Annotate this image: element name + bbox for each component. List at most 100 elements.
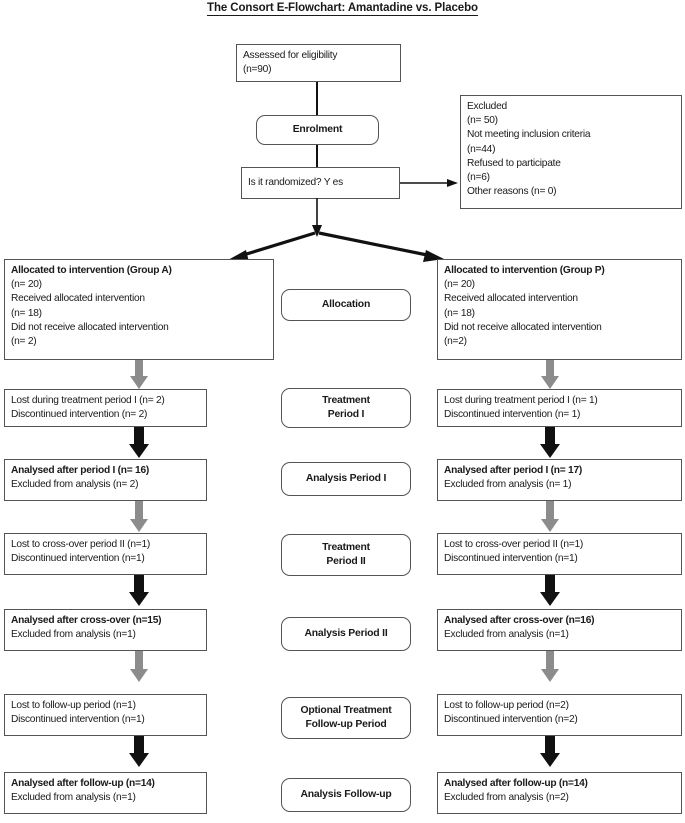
stage-allocation-line-1: Allocation — [321, 299, 371, 310]
stage-treatment1-line-1: Treatment — [322, 395, 370, 406]
stage-enrolment: Enrolment — [256, 115, 379, 145]
stage-analysis2-line-1: Analysis Period II — [304, 628, 388, 639]
arrow-branch-to-groups — [228, 198, 444, 262]
arrow-group-p-followup-to-analysisfu — [540, 736, 560, 767]
box-group-a-analysis-followup: Analysed after follow-up (n=14) Excluded… — [4, 772, 207, 814]
arrow-group-a-treatment2-to-analysis2 — [129, 575, 149, 606]
group-a-treatment1-line-1: Lost during treatment period I (n= 2) — [11, 395, 165, 406]
group-a-allocated-line-5: Did not receive allocated intervention — [11, 321, 169, 333]
group-a-treatment1-line-2: Discontinued intervention (n= 2) — [11, 409, 148, 421]
group-p-followup-line-2: Discontinued intervention (n=2) — [444, 714, 578, 726]
group-a-analysisfu-line-2: Excluded from analysis (n=1) — [11, 792, 136, 804]
group-p-treatment1-line-2: Discontinued intervention (n= 1) — [444, 409, 581, 421]
group-p-allocated-line-5: Did not receive allocated intervention — [444, 321, 602, 333]
excluded-line-2: (n= 50) — [467, 115, 498, 127]
group-a-analysis1-line-2: Excluded from analysis (n= 2) — [11, 479, 139, 491]
excluded-line-7: Other reasons (n= 0) — [467, 186, 557, 198]
group-p-followup-line-1: Lost to follow-up period (n=2) — [444, 700, 569, 711]
box-group-a-analysis-1: Analysed after period I (n= 16) Excluded… — [4, 459, 207, 501]
stage-optional-treatment-followup: Optional Treatment Follow-up Period — [281, 697, 411, 739]
group-p-analysis1-line-2: Excluded from analysis (n= 1) — [444, 479, 572, 491]
excluded-line-6: (n=6) — [467, 172, 490, 184]
group-p-treatment2-line-2: Discontinued intervention (n=1) — [444, 553, 578, 565]
group-p-allocated-line-3: Received allocated intervention — [444, 293, 578, 305]
stage-treatment1-line-2: Period I — [327, 409, 365, 420]
arrow-randomized-to-excluded — [400, 179, 458, 187]
group-a-analysis1-line-1: Analysed after period I (n= 16) — [11, 465, 150, 476]
stage-treatment2-line-1: Treatment — [322, 542, 370, 553]
group-p-analysisfu-line-2: Excluded from analysis (n=2) — [444, 792, 569, 804]
excluded-line-4: (n=44) — [467, 143, 496, 155]
box-is-it-randomized: Is it randomized? Y es — [241, 167, 400, 199]
group-a-treatment2-line-2: Discontinued intervention (n=1) — [11, 553, 145, 565]
box-assessed-for-eligibility: Assessed for eligibility (n=90) — [236, 44, 401, 82]
assessed-line-2: (n=90) — [243, 64, 272, 76]
chart-title: The Consort E-Flowchart: Amantadine vs. … — [0, 2, 685, 16]
excluded-line-1: Excluded — [467, 101, 507, 112]
arrow-group-a-treatment1-to-analysis1 — [129, 427, 149, 458]
stage-followup-line-1: Optional Treatment — [300, 705, 392, 716]
arrow-group-p-treatment1-to-analysis1 — [540, 427, 560, 458]
group-a-allocated-line-1: Allocated to intervention (Group A) — [11, 265, 172, 276]
arrow-group-p-treatment2-to-analysis2 — [540, 575, 560, 606]
group-p-analysis2-line-1: Analysed after cross-over (n=16) — [444, 615, 595, 626]
box-group-p-treatment-2: Lost to cross-over period II (n=1) Disco… — [437, 533, 682, 575]
group-p-treatment2-line-1: Lost to cross-over period II (n=1) — [444, 539, 583, 550]
group-p-analysis2-line-2: Excluded from analysis (n=1) — [444, 629, 569, 641]
box-group-p-analysis-1: Analysed after period I (n= 17) Excluded… — [437, 459, 682, 501]
box-group-p-analysis-2: Analysed after cross-over (n=16) Exclude… — [437, 609, 682, 651]
group-a-analysis2-line-2: Excluded from analysis (n=1) — [11, 629, 136, 641]
box-group-a-followup: Lost to follow-up period (n=1) Discontin… — [4, 694, 207, 736]
arrow-group-a-followup-to-analysisfu — [129, 736, 149, 767]
arrow-group-a-analysis1-to-treatment2 — [130, 501, 148, 532]
group-p-treatment1-line-1: Lost during treatment period I (n= 1) — [444, 395, 598, 406]
box-group-p-treatment-1: Lost during treatment period I (n= 1) Di… — [437, 389, 682, 427]
randomized-label: Is it randomized? Y es — [248, 177, 343, 189]
stage-enrolment-label: Enrolment — [292, 124, 343, 135]
box-group-p-followup: Lost to follow-up period (n=2) Discontin… — [437, 694, 682, 736]
box-group-a-analysis-2: Analysed after cross-over (n=15) Exclude… — [4, 609, 207, 651]
excluded-line-5: Refused to participate — [467, 157, 561, 169]
box-group-a-allocated: Allocated to intervention (Group A) (n= … — [4, 259, 274, 360]
arrow-group-a-analysis2-to-followup — [130, 651, 148, 682]
stage-analysis-followup: Analysis Follow-up — [281, 778, 411, 812]
group-a-allocated-line-3: Received allocated intervention — [11, 293, 145, 305]
box-group-p-analysis-followup: Analysed after follow-up (n=14) Excluded… — [437, 772, 682, 814]
stage-analysis-period-1: Analysis Period I — [281, 462, 411, 496]
group-p-analysis1-line-1: Analysed after period I (n= 17) — [444, 465, 583, 476]
arrow-group-a-allocated-to-treatment1 — [130, 360, 148, 389]
stage-treatment-period-1: Treatment Period I — [281, 388, 411, 428]
stage-analysisfu-line-1: Analysis Follow-up — [300, 789, 392, 800]
stage-analysis1-line-1: Analysis Period I — [305, 473, 387, 484]
group-p-allocated-line-6: (n=2) — [444, 336, 467, 348]
group-a-followup-line-1: Lost to follow-up period (n=1) — [11, 700, 136, 711]
box-group-a-treatment-1: Lost during treatment period I (n= 2) Di… — [4, 389, 207, 427]
group-a-analysis2-line-1: Analysed after cross-over (n=15) — [11, 615, 162, 626]
box-group-p-allocated: Allocated to intervention (Group P) (n= … — [437, 259, 682, 360]
excluded-line-3: Not meeting inclusion criteria — [467, 129, 591, 141]
stage-analysis-period-2: Analysis Period II — [281, 617, 411, 651]
connector-assessed-to-enrolment — [316, 82, 318, 115]
group-a-allocated-line-4: (n= 18) — [11, 307, 42, 319]
stage-treatment2-line-2: Period II — [326, 556, 366, 567]
group-a-allocated-line-6: (n= 2) — [11, 336, 37, 348]
group-p-allocated-line-2: (n= 20) — [444, 279, 475, 291]
group-p-analysisfu-line-1: Analysed after follow-up (n=14) — [444, 778, 588, 789]
stage-allocation: Allocation — [281, 289, 411, 321]
arrow-group-p-allocated-to-treatment1 — [541, 360, 559, 389]
group-a-treatment2-line-1: Lost to cross-over period II (n=1) — [11, 539, 150, 550]
stage-treatment-period-2: Treatment Period II — [281, 534, 411, 576]
arrow-group-p-analysis1-to-treatment2 — [541, 501, 559, 532]
group-p-allocated-line-4: (n= 18) — [444, 307, 475, 319]
group-a-analysisfu-line-1: Analysed after follow-up (n=14) — [11, 778, 155, 789]
chart-title-text: The Consort E-Flowchart: Amantadine vs. … — [207, 2, 478, 16]
group-p-allocated-line-1: Allocated to intervention (Group P) — [444, 265, 605, 276]
arrow-group-p-analysis2-to-followup — [541, 651, 559, 682]
assessed-line-1: Assessed for eligibility — [243, 50, 338, 61]
connector-enrolment-to-randomized — [316, 145, 318, 167]
group-a-allocated-line-2: (n= 20) — [11, 279, 42, 291]
stage-followup-line-2: Follow-up Period — [305, 719, 387, 730]
box-excluded: Excluded (n= 50) Not meeting inclusion c… — [460, 95, 682, 209]
box-group-a-treatment-2: Lost to cross-over period II (n=1) Disco… — [4, 533, 207, 575]
